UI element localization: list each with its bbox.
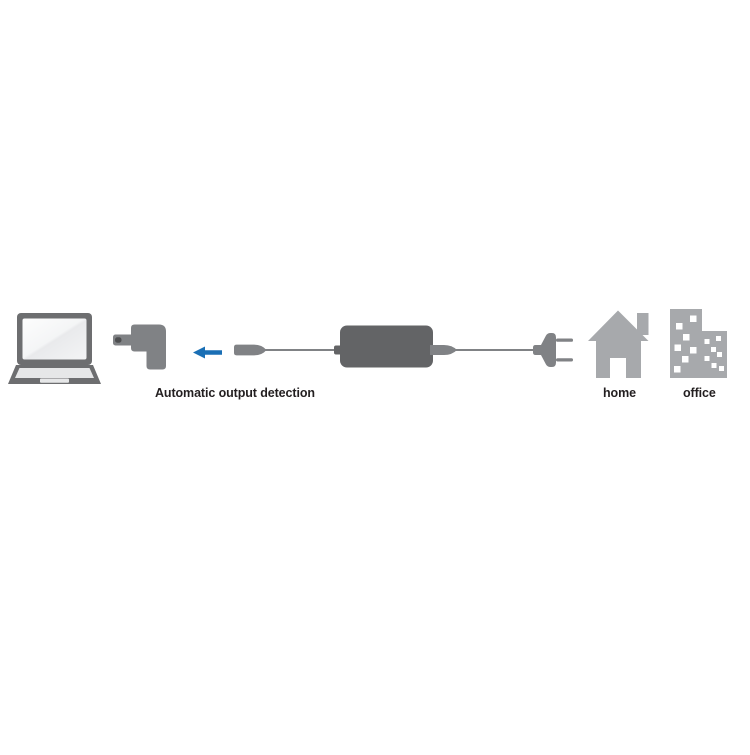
power-adapter-icon	[334, 325, 457, 368]
home-label: home	[603, 386, 636, 400]
laptop-icon	[8, 313, 101, 384]
cable-tip-icon	[234, 344, 342, 356]
direction-arrow-icon	[193, 346, 222, 359]
house-icon	[588, 310, 649, 378]
automatic-output-detection-label: Automatic output detection	[155, 386, 315, 400]
dc-barrel-connector-icon	[113, 324, 166, 370]
office-label: office	[683, 386, 716, 400]
ac-plug-icon	[455, 333, 573, 367]
office-building-icon	[670, 309, 727, 378]
